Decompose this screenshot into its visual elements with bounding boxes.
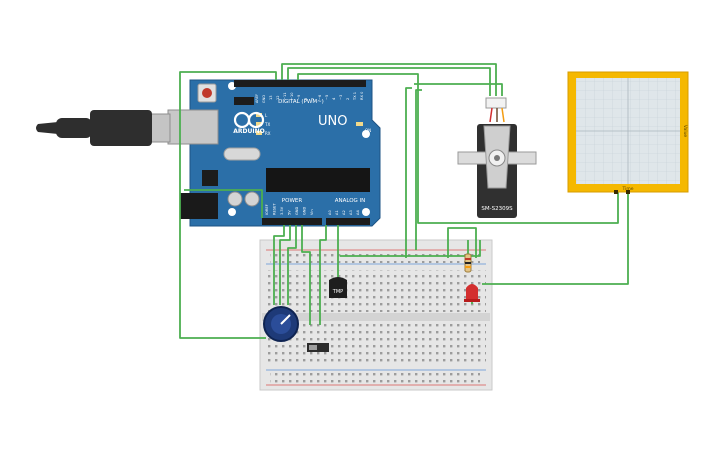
breadboard[interactable]: [259, 239, 493, 391]
power-label: POWER: [282, 198, 303, 204]
servo-model-label: SM-S2309S: [481, 206, 513, 212]
digital-label: DIGITAL (PWM~): [278, 99, 324, 105]
pin-label: ~6: [318, 94, 322, 100]
capacitor: [227, 191, 243, 207]
pin-label: A5: [363, 210, 367, 215]
on-label: ON: [365, 128, 371, 133]
rx-led: [256, 131, 262, 135]
l-label: L: [265, 113, 268, 118]
plotter-time-label: Time: [621, 186, 633, 192]
slide-switch-icon[interactable]: [307, 343, 329, 352]
pin-label: ~9: [297, 94, 301, 100]
pin-label: A4: [356, 210, 360, 215]
led-icon[interactable]: [464, 284, 480, 302]
usb-port[interactable]: [167, 109, 219, 145]
voltage-regulator: [202, 170, 218, 186]
potentiometer-knob-icon[interactable]: [263, 306, 299, 342]
pin-label: 12: [276, 95, 280, 100]
l-led: [256, 113, 262, 117]
pin-label: 5V: [288, 210, 292, 215]
aref-label: AREF: [255, 94, 259, 103]
temperature-sensor[interactable]: TMP: [329, 277, 347, 298]
pin-label: A1: [335, 210, 339, 215]
servo-motor[interactable]: SM-S2309S: [457, 97, 537, 218]
pin-label: TX 1: [353, 92, 357, 101]
brand-label: ARDUINO: [233, 128, 264, 135]
resistor-icon[interactable]: [464, 253, 472, 273]
pin-label: ~10: [290, 92, 294, 100]
pin-label: 4: [332, 97, 336, 100]
model-label: UNO: [318, 114, 347, 129]
pin-label: IOREF: [265, 204, 269, 215]
sensor-label: TMP: [332, 289, 343, 295]
pin-label: GND: [303, 207, 307, 215]
pin-label: ~5: [325, 95, 329, 100]
analog-header[interactable]: [326, 218, 370, 225]
analog-label: ANALOG IN: [335, 198, 366, 204]
serial-plotter[interactable]: Time Value: [567, 71, 689, 194]
arduino-uno-board[interactable]: ARDUINO UNO DIGITAL (PWM~) POWER ANALOG …: [167, 79, 381, 227]
tx-label: TX: [264, 122, 270, 127]
pin-label: 8: [304, 97, 308, 100]
dc-power-jack[interactable]: [180, 193, 218, 219]
pin-label: A2: [342, 210, 346, 215]
arduino-infinity-logo-icon: [233, 111, 265, 129]
pin-label: RX 0: [360, 91, 364, 100]
pin-label: 2: [346, 98, 350, 100]
on-led: [356, 122, 363, 126]
rx-label: RX: [265, 131, 271, 136]
usb-cable-icon: [36, 110, 171, 146]
digital-header[interactable]: [234, 80, 366, 87]
atmega-chip: [266, 168, 370, 192]
crystal-oscillator: [223, 147, 261, 161]
jumper-wires: [179, 63, 629, 339]
power-header[interactable]: [262, 218, 322, 225]
pin-label: Vin: [310, 209, 314, 215]
plotter-value-label: Value: [682, 125, 688, 138]
pin-label: ~3: [339, 95, 343, 100]
pin-label: ~11: [283, 92, 287, 100]
pin-label: 13: [269, 95, 273, 100]
pin-label: A3: [349, 210, 353, 215]
capacitor: [244, 191, 260, 207]
icsp-header: [234, 97, 254, 105]
pin-label: RESET: [273, 203, 277, 215]
pin-label: A0: [328, 210, 332, 215]
pin-label: 3.3V: [280, 206, 284, 215]
pin-label: 7: [311, 98, 315, 100]
tx-led: [256, 122, 262, 126]
gnd-label: GND: [262, 95, 266, 103]
pin-label: GND: [295, 207, 299, 215]
